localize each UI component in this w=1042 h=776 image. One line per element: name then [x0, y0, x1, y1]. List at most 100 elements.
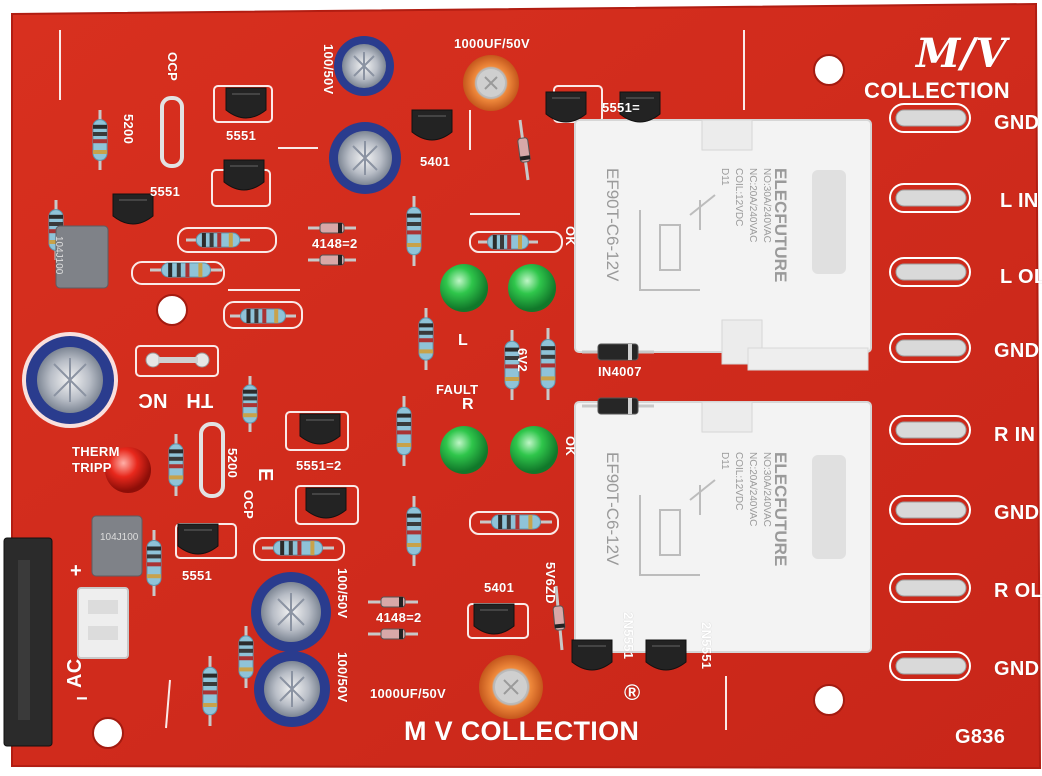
cap-label: 100/50V	[335, 568, 350, 619]
relay-brand: ELECFUTURE	[771, 168, 790, 283]
resistor	[242, 376, 258, 432]
diode	[582, 343, 654, 361]
connector-label: GND	[994, 340, 1040, 362]
transistor	[645, 639, 687, 671]
tripp-label: TRIPP	[72, 460, 112, 475]
diode	[368, 596, 418, 608]
transistor	[545, 91, 587, 123]
relay-model: EF90T-C6-12V	[603, 452, 622, 566]
transistor-label: 2N5551	[621, 612, 636, 660]
transistor-label: 5551	[226, 128, 257, 143]
cap-label: 1000UF/50V	[370, 686, 446, 701]
transistor-label: 5551	[150, 184, 181, 199]
fault-label: FAULT	[436, 382, 479, 397]
transistor	[223, 159, 265, 191]
film-cap-label: 104J100	[53, 236, 64, 275]
transistor	[299, 413, 341, 445]
ok-label: OK	[563, 226, 578, 247]
relay-2	[574, 401, 872, 653]
connector-label: GND	[994, 112, 1040, 134]
connector-pad	[889, 333, 971, 363]
zener-mark: 6V2	[515, 348, 530, 373]
zener-label: 5V6ZD	[543, 562, 558, 604]
resistor	[146, 530, 162, 596]
relay-spec: COIL:12VDC	[733, 168, 744, 227]
thermal-jumper	[145, 96, 225, 498]
resistor	[396, 396, 412, 466]
diode	[517, 119, 531, 181]
brand-name: COLLECTION	[864, 78, 1010, 103]
transistor	[411, 109, 453, 141]
transistor-label: 2N5551	[699, 622, 714, 670]
connector-pad	[889, 415, 971, 445]
resistor-label: 5200	[225, 448, 240, 479]
connector-label: GND	[994, 502, 1040, 524]
resistor	[202, 656, 218, 726]
resistor	[418, 308, 434, 370]
relay-spec: NC:20A/240VAC	[747, 168, 758, 243]
connector-pad	[889, 103, 971, 133]
connector-label: L OL	[1000, 266, 1042, 288]
relay-spec: D11	[719, 452, 730, 470]
resistor	[406, 496, 422, 566]
transistor	[225, 87, 267, 119]
relay-spec: NO:30A/240VAC	[761, 168, 772, 243]
connector-label: L IN	[1000, 190, 1039, 212]
transistor	[305, 487, 347, 519]
relay-brand: ELECFUTURE	[771, 452, 790, 567]
model-number: G836	[955, 726, 1006, 748]
th-label: TH	[186, 389, 214, 411]
registered-mark: ®	[624, 680, 641, 705]
diode	[368, 628, 418, 640]
resistor	[230, 308, 296, 324]
relay-spec: NC:20A/240VAC	[747, 452, 758, 527]
connector-pad	[889, 573, 971, 603]
nc-label: NC	[138, 389, 168, 411]
diode-label: IN4007	[598, 364, 642, 379]
relay-spec: NO:30A/240VAC	[761, 452, 772, 527]
brand-logo: M/V	[916, 30, 1007, 77]
resistor	[480, 514, 552, 530]
film-cap-label: 104J100	[100, 532, 139, 543]
footer-brand: M V COLLECTION	[404, 716, 640, 746]
e-mark: E	[254, 468, 276, 482]
resistor	[262, 540, 334, 556]
diode	[582, 397, 654, 415]
cap-label: 100/50V	[335, 652, 350, 703]
ocp-label: OCP	[241, 490, 256, 520]
diode	[308, 254, 356, 266]
connector-label: GND	[994, 658, 1040, 680]
transistor-label: 5401	[484, 580, 515, 595]
transistor-label: 5401	[420, 154, 451, 169]
connector-pad	[889, 495, 971, 525]
resistor	[238, 626, 254, 688]
relay-spec: COIL:12VDC	[733, 452, 744, 511]
connector-label: R IN	[994, 424, 1036, 446]
minus-label: −	[76, 688, 88, 710]
resistor	[168, 434, 184, 496]
diode	[552, 585, 566, 651]
transistor-label: 5551=2	[296, 458, 342, 473]
transistor	[473, 603, 515, 635]
diode-label: 4148=2	[312, 236, 358, 251]
ok-label: OK	[563, 436, 578, 457]
leds	[105, 264, 558, 493]
resistor	[150, 262, 222, 278]
connector-label: R OL	[994, 580, 1042, 602]
relay-1	[574, 119, 872, 371]
cap-label: 100/50V	[321, 44, 336, 95]
diode-label: 4148=2	[376, 610, 422, 625]
bridge-rectifier	[3, 537, 53, 747]
transistor-label: 5551	[182, 568, 213, 583]
r-channel-mark: R	[462, 396, 474, 413]
connector-pad	[889, 183, 971, 213]
ocp-label: OCP	[165, 52, 180, 82]
resistor	[92, 110, 108, 170]
therm-label: THERM	[72, 444, 120, 459]
diode	[308, 222, 356, 234]
white-connector	[77, 587, 129, 659]
mounting-holes	[92, 54, 845, 749]
relay-spec: D11	[719, 168, 730, 186]
resistor-label: 5200	[121, 114, 136, 145]
